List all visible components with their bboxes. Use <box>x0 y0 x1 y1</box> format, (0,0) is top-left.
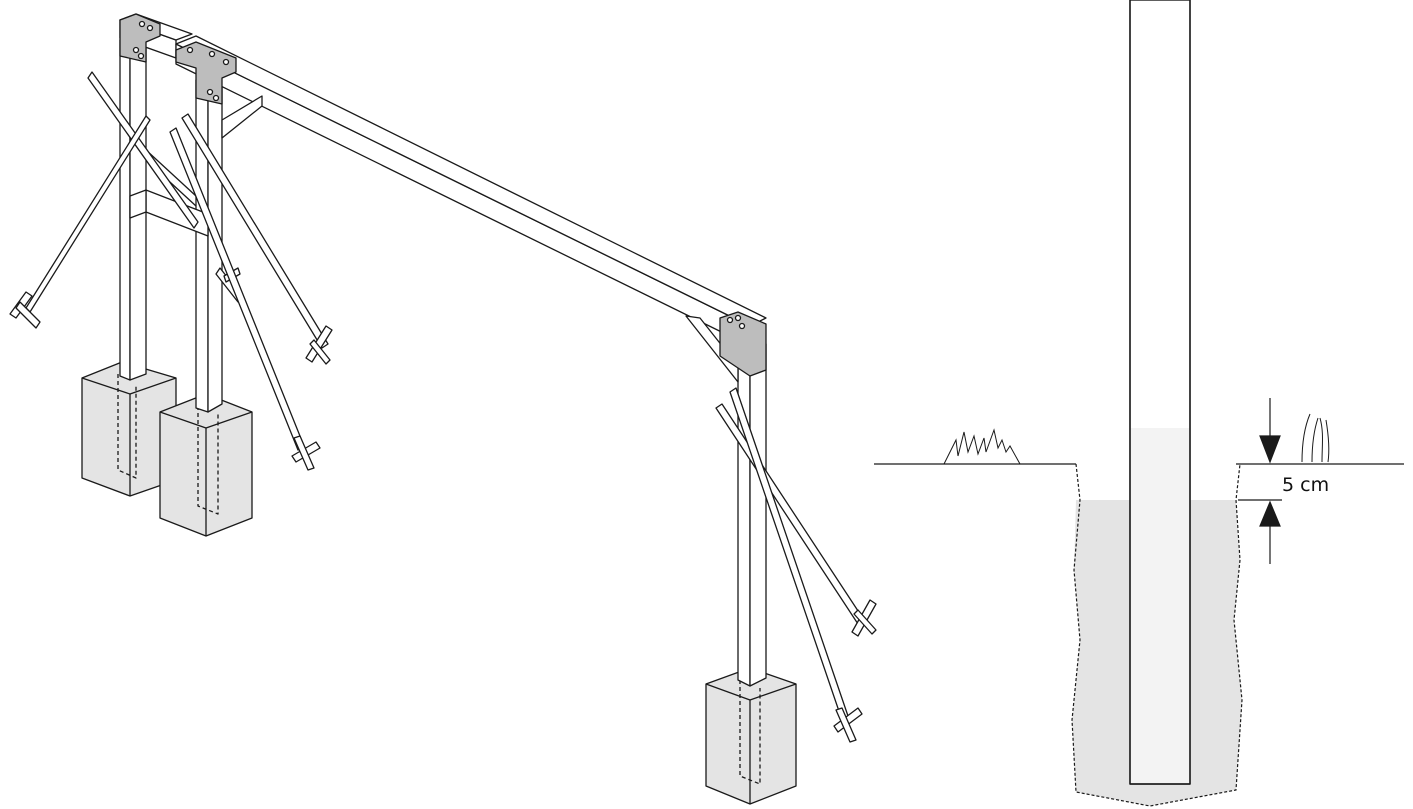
corner-bracket-right <box>719 311 767 377</box>
corner-bracket-left-rear <box>119 13 161 63</box>
post-right <box>737 343 767 687</box>
top-beam-long <box>175 35 767 347</box>
support-strut-4 <box>181 113 333 365</box>
knee-brace-left <box>221 95 263 139</box>
hole-outline <box>1071 463 1243 807</box>
arrow-down-icon <box>1259 435 1281 464</box>
arrow-up-icon <box>1259 500 1281 527</box>
post-section-treated <box>1131 428 1189 783</box>
grass-tuft-right <box>1301 413 1330 463</box>
depth-dimension-marker <box>1238 398 1282 564</box>
support-strut-3 <box>169 127 321 471</box>
support-strut-2 <box>9 115 151 329</box>
post-depth-cross-section: 5 cm <box>874 0 1404 807</box>
support-strut-6 <box>729 387 863 743</box>
frame-assembly-illustration <box>9 13 877 805</box>
grass-tuft-left <box>943 428 1021 465</box>
concrete-footing-left-front <box>159 393 253 537</box>
corner-bracket-left-front <box>175 41 237 105</box>
depth-dimension-label: 5 cm <box>1282 474 1329 496</box>
concrete-footing-right <box>705 667 797 805</box>
